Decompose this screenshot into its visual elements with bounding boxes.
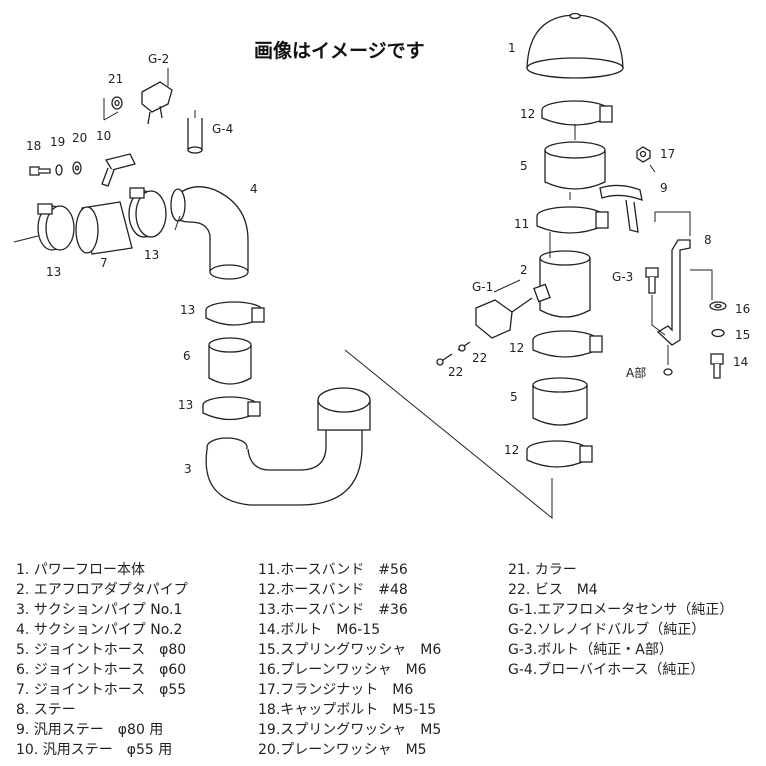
callout-8: 8 bbox=[704, 233, 712, 247]
parts-list-column-2: 11.ホースバンド #56 12.ホースバンド #48 13.ホースバンド #3… bbox=[258, 560, 441, 760]
hose-band-13-second bbox=[128, 187, 167, 238]
callout-5-upper: 5 bbox=[520, 159, 528, 173]
part-entry: 2. エアフロアダプタパイプ bbox=[16, 582, 188, 598]
collar-21 bbox=[111, 96, 123, 110]
callout-g1: G-1 bbox=[472, 280, 493, 294]
plain-washer-16 bbox=[709, 301, 727, 311]
part-entry: 5. ジョイントホース φ80 bbox=[16, 642, 187, 658]
callout-10: 10 bbox=[96, 129, 111, 143]
callout-12-middle: 12 bbox=[509, 341, 524, 355]
part-entry: 22. ビス M4 bbox=[508, 582, 598, 598]
callout-12-bottom: 12 bbox=[504, 443, 519, 457]
callout-13-middle: 13 bbox=[180, 303, 195, 317]
solenoid-valve-g2 bbox=[141, 81, 173, 125]
exploded-parts-drawing: 1 12 5 11 2 G-1 22 22 12 5 12 17 9 8 G-3… bbox=[13, 12, 750, 520]
hose-band-13-left bbox=[37, 203, 75, 251]
part-entry: 10. 汎用ステー φ55 用 bbox=[16, 742, 173, 758]
flange-nut-17 bbox=[636, 146, 651, 163]
joint-hose-5-upper bbox=[544, 141, 606, 190]
hose-band-12-top bbox=[541, 100, 613, 126]
spring-washer-15 bbox=[711, 328, 725, 338]
part-entry: 4. サクションパイプ No.2 bbox=[16, 622, 183, 638]
callout-15: 15 bbox=[735, 328, 750, 342]
plain-washer-20 bbox=[72, 161, 82, 175]
filter-dome bbox=[526, 12, 624, 79]
suction-pipe-no1 bbox=[205, 387, 371, 506]
callout-6: 6 bbox=[183, 349, 191, 363]
universal-stay-9 bbox=[599, 184, 643, 233]
callout-22-a: 22 bbox=[472, 351, 487, 365]
joint-hose-7 bbox=[75, 201, 133, 255]
part-entry: 13.ホースバンド #36 bbox=[258, 602, 408, 618]
part-entry: 16.プレーンワッシャ M6 bbox=[258, 662, 427, 678]
part-entry: 20.プレーンワッシャ M5 bbox=[258, 742, 427, 758]
callout-9: 9 bbox=[660, 181, 668, 195]
airflow-sensor-g1 bbox=[475, 297, 533, 339]
parts-list-column-1: 1. パワーフロー本体 2. エアフロアダプタパイプ 3. サクションパイプ N… bbox=[16, 560, 188, 760]
part-entry: G-4.ブローバイホース（純正） bbox=[508, 662, 705, 678]
hose-band-12-bottom bbox=[526, 440, 593, 468]
part-entry: 7. ジョイントホース φ55 bbox=[16, 682, 187, 698]
hose-band-11 bbox=[536, 206, 609, 234]
callout-19: 19 bbox=[50, 135, 65, 149]
callout-13-lower: 13 bbox=[178, 398, 193, 412]
bolt-14 bbox=[710, 353, 724, 379]
image-notice-title: 画像はイメージです bbox=[254, 40, 425, 62]
part-entry: 6. ジョイントホース φ60 bbox=[16, 662, 187, 678]
airflow-adapter-pipe bbox=[533, 250, 591, 318]
screw-22 bbox=[436, 341, 471, 366]
part-entry: 21. カラー bbox=[508, 562, 577, 578]
callout-22-b: 22 bbox=[448, 365, 463, 379]
callout-11: 11 bbox=[514, 217, 529, 231]
suction-pipe-no2 bbox=[170, 186, 249, 280]
callout-13-second: 13 bbox=[144, 248, 159, 262]
part-entry: 12.ホースバンド #48 bbox=[258, 582, 408, 598]
part-entry: 14.ボルト M6-15 bbox=[258, 622, 381, 638]
callout-14: 14 bbox=[733, 355, 748, 369]
part-entry: G-1.エアフロメータセンサ（純正） bbox=[508, 602, 734, 618]
part-entry: 19.スプリングワッシャ M5 bbox=[258, 722, 442, 738]
callout-21: 21 bbox=[108, 72, 123, 86]
universal-stay-10 bbox=[101, 153, 136, 187]
part-entry: G-3.ボルト（純正・A部） bbox=[508, 642, 673, 658]
part-entry: G-2.ソレノイドバルブ（純正） bbox=[508, 622, 706, 638]
part-entry: 3. サクションパイプ No.1 bbox=[16, 602, 183, 618]
parts-list-column-3: 21. カラー 22. ビス M4 G-1.エアフロメータセンサ（純正） G-2… bbox=[508, 560, 733, 680]
callout-20: 20 bbox=[72, 131, 87, 145]
callout-1: 1 bbox=[508, 41, 516, 55]
hose-band-13-middle bbox=[205, 301, 265, 326]
part-entry: 17.フランジナット M6 bbox=[258, 682, 414, 698]
joint-hose-5-lower bbox=[532, 377, 588, 426]
callout-3: 3 bbox=[184, 462, 192, 476]
part-entry: 18.キャップボルト M5-15 bbox=[258, 702, 437, 718]
callout-17: 17 bbox=[660, 147, 675, 161]
callout-2: 2 bbox=[520, 263, 528, 277]
part-entry: 11.ホースバンド #56 bbox=[258, 562, 408, 578]
callout-g3: G-3 bbox=[612, 270, 633, 284]
callout-16: 16 bbox=[735, 302, 750, 316]
part-entry: 9. 汎用ステー φ80 用 bbox=[16, 722, 164, 738]
spring-washer-19 bbox=[55, 164, 63, 176]
callout-g2: G-2 bbox=[148, 52, 169, 66]
callout-4: 4 bbox=[250, 182, 258, 196]
blowby-hose-g4 bbox=[187, 118, 203, 154]
part-entry: 8. ステー bbox=[16, 702, 76, 718]
callout-12-top: 12 bbox=[520, 107, 535, 121]
cap-bolt-18 bbox=[29, 166, 51, 176]
hose-band-12-middle bbox=[532, 330, 603, 358]
part-entry: 1. パワーフロー本体 bbox=[16, 562, 145, 578]
callout-g4: G-4 bbox=[212, 122, 233, 136]
joint-hose-6 bbox=[208, 337, 252, 385]
callout-a-part: A部 bbox=[626, 365, 646, 380]
bolt-g3 bbox=[645, 267, 659, 294]
callout-5-lower: 5 bbox=[510, 390, 518, 404]
callout-7: 7 bbox=[100, 256, 108, 270]
hose-band-13-lower bbox=[202, 396, 261, 421]
callout-13-left: 13 bbox=[46, 265, 61, 279]
callout-18: 18 bbox=[26, 139, 41, 153]
stay-8 bbox=[656, 239, 691, 346]
part-entry: 15.スプリングワッシャ M6 bbox=[258, 642, 442, 658]
